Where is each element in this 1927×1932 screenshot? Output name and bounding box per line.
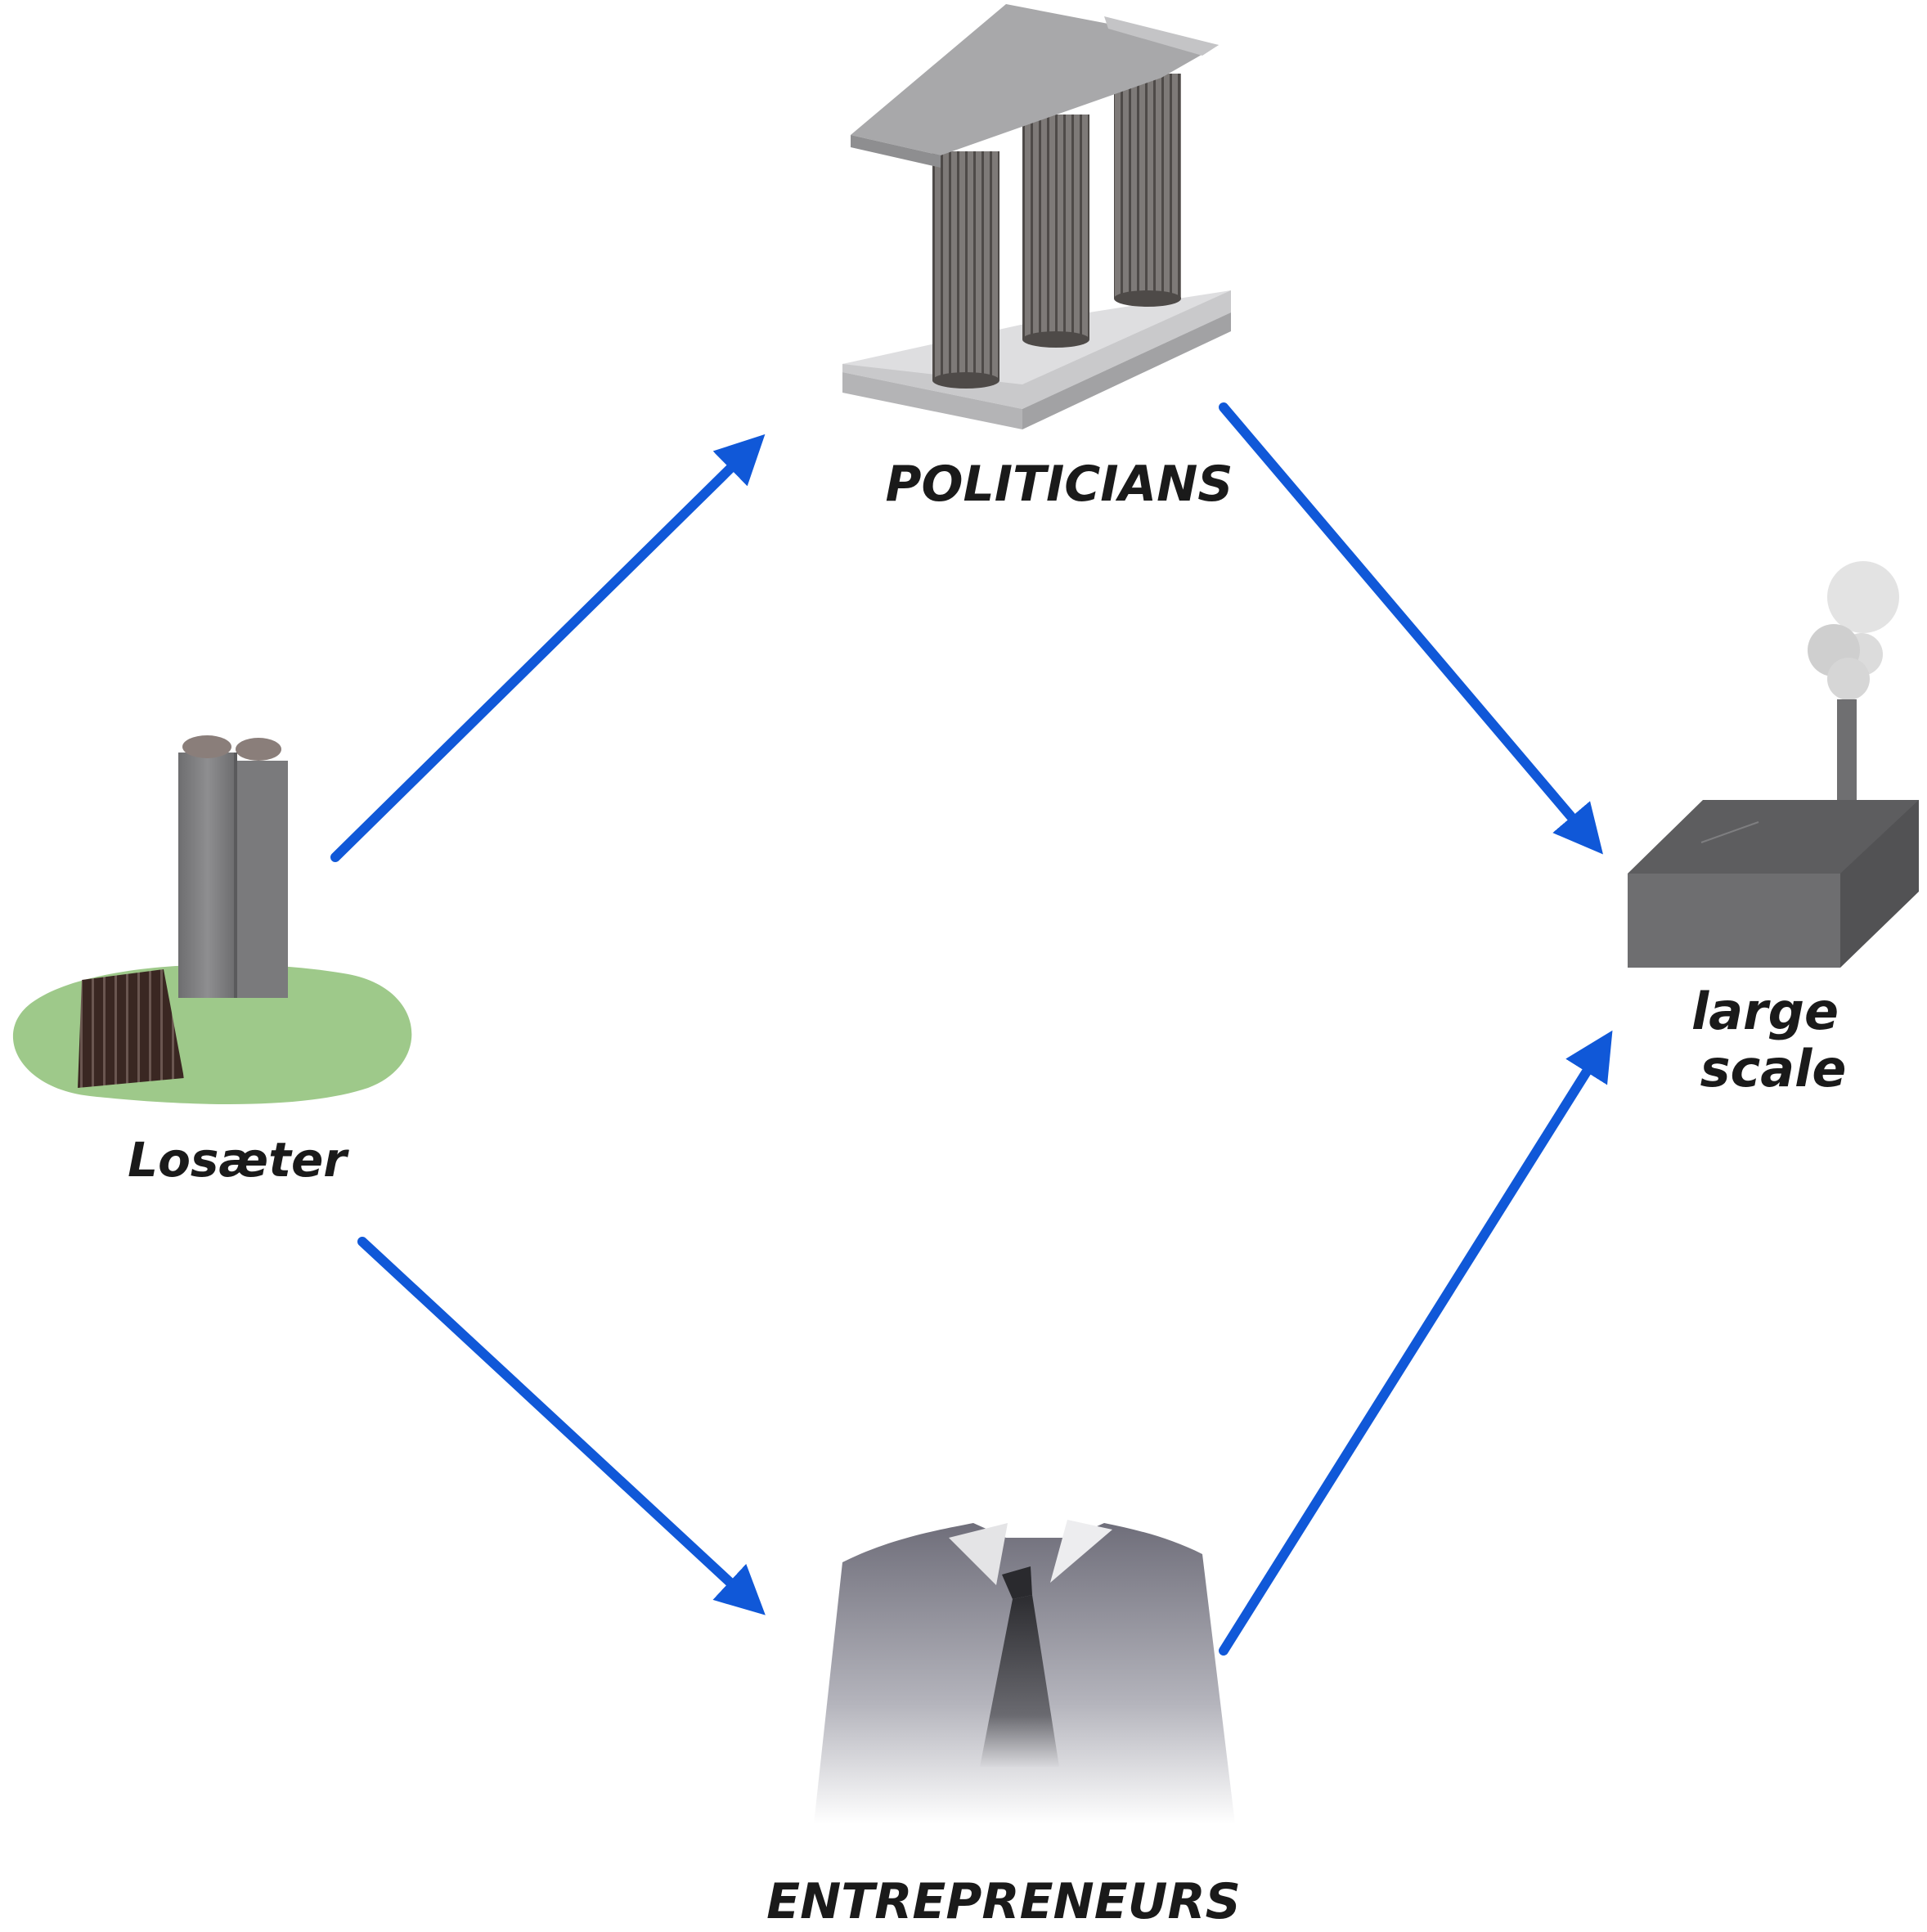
suit-and-tie-icon	[814, 1520, 1235, 1824]
politicians-label: POLITICIANS	[885, 456, 1233, 513]
entrepreneurs-label: ENTREPRENEURS	[766, 1873, 1241, 1930]
smoke-puff	[1827, 561, 1899, 633]
arrow-entrepreneurs-to-large-scale	[1219, 1030, 1613, 1656]
farm-with-towers-icon	[12, 735, 412, 1104]
arrow-losaeter-to-entrepreneurs	[357, 1237, 766, 1615]
arrow-politicians-to-large-scale	[1219, 402, 1603, 855]
smoke-puff	[1827, 658, 1870, 700]
arrow-losaeter-to-politicians	[330, 434, 766, 862]
parliament-building-icon	[842, 4, 1231, 429]
large-scale-label-line2: scale	[1700, 1039, 1847, 1099]
large-scale-label-line1: large	[1691, 982, 1839, 1041]
arrows	[330, 402, 1613, 1656]
losaeter-label: Losæter	[128, 1132, 349, 1188]
factory-icon	[1628, 561, 1919, 968]
